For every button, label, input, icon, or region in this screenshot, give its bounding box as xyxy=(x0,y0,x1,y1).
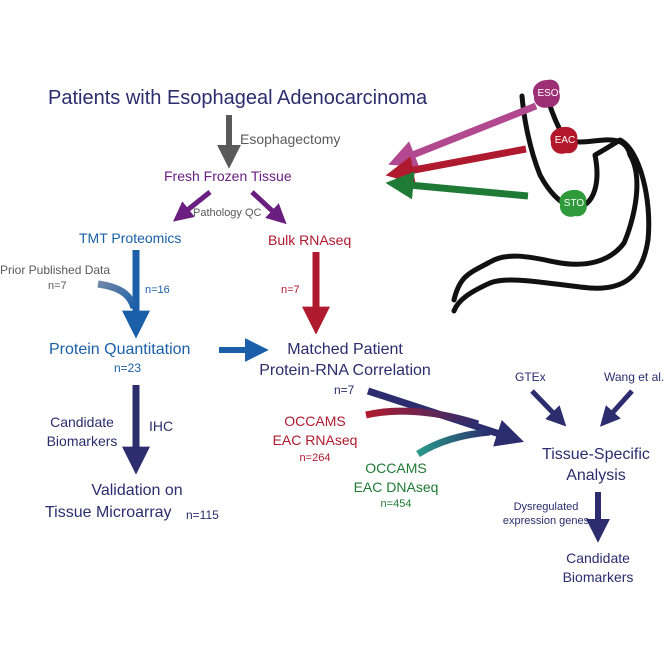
matched-label-line2: Protein-RNA Correlation xyxy=(259,362,431,379)
rnaseq-n: n=7 xyxy=(281,284,300,296)
validation-n: n=115 xyxy=(186,508,219,522)
validation-label-line2: Tissue Microarray xyxy=(45,504,172,521)
ihc-label: IHC xyxy=(149,418,174,434)
sto-arrow xyxy=(385,171,529,200)
tissue-specific-line1: Tissue-Specific xyxy=(542,446,650,463)
tissue-specific-line2: Analysis xyxy=(566,467,626,484)
eac-site-label: EAC xyxy=(554,135,576,146)
qc-arrow-left xyxy=(172,190,212,222)
gtex-arrow xyxy=(530,389,567,427)
occams-dna-line2: EAC DNAseq xyxy=(353,479,439,495)
bulk-rnaseq-label: Bulk RNAseq xyxy=(268,232,352,248)
diagram-title: Patients with Esophageal Adenocarcinoma xyxy=(48,87,428,109)
dysregulated-line1: Dysregulated xyxy=(513,501,579,513)
eac-arrow xyxy=(385,145,527,184)
prior-data-n: n=7 xyxy=(48,280,67,292)
validation-label-line1: Validation on xyxy=(91,482,183,499)
final-candidate-line1: Candidate xyxy=(566,550,630,566)
candidate-label-line1: Candidate xyxy=(50,414,114,430)
occams-rna-n: n=264 xyxy=(299,452,331,464)
final-candidate-line2: Biomarkers xyxy=(562,569,634,585)
matched-n: n=7 xyxy=(334,383,355,397)
wang-arrow xyxy=(599,389,634,427)
occams-rna-line2: EAC RNAseq xyxy=(272,432,358,448)
qc-arrow-right xyxy=(250,190,287,225)
eac-site-marker xyxy=(550,126,578,154)
occams-dna-curve xyxy=(416,428,491,457)
esophagectomy-label: Esophagectomy xyxy=(240,131,341,147)
prior-data-curve xyxy=(97,280,138,310)
tmt-n: n=16 xyxy=(145,284,170,296)
protein-quant-n: n=23 xyxy=(114,361,142,375)
fresh-frozen-label: Fresh Frozen Tissue xyxy=(164,168,292,184)
tmt-proteomics-label: TMT Proteomics xyxy=(79,230,182,246)
occams-rna-curve xyxy=(365,407,480,428)
dysregulated-line2: expression genes xyxy=(502,515,590,527)
matched-label-line1: Matched Patient xyxy=(287,341,403,358)
occams-rna-line1: OCCAMS xyxy=(284,413,346,429)
prior-data-label: Prior Published Data xyxy=(0,263,111,277)
sto-site-label: STO xyxy=(563,198,585,209)
candidate-label-line2: Biomarkers xyxy=(46,433,118,449)
eso-arrow xyxy=(388,102,538,168)
eso-site-marker xyxy=(532,79,560,108)
gtex-label: GTEx xyxy=(515,370,546,384)
wang-label: Wang et al. xyxy=(604,370,664,384)
occams-dna-line1: OCCAMS xyxy=(365,460,427,476)
sto-site-marker xyxy=(559,189,587,217)
protein-quant-label: Protein Quantitation xyxy=(49,341,191,358)
eso-site-label: ESO xyxy=(537,88,559,99)
occams-dna-n: n=454 xyxy=(380,498,412,510)
pathology-qc-label: Pathology QC xyxy=(193,207,262,219)
